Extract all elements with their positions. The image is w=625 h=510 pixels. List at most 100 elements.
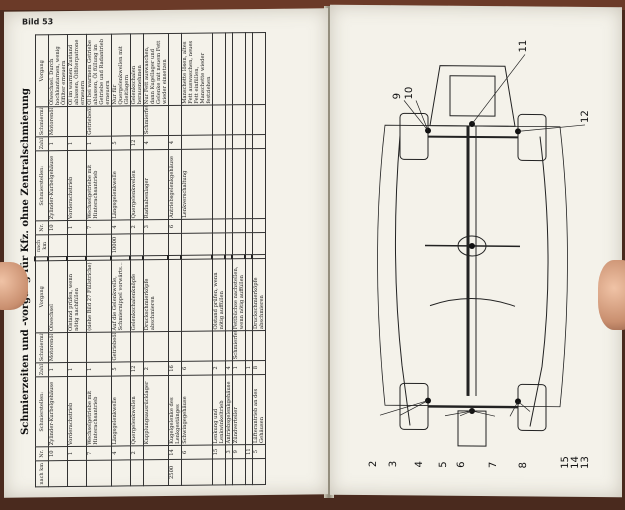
- row-separator: [245, 254, 252, 259]
- callout-number: 10: [404, 87, 415, 100]
- table-cell-mittel: Schmierfett: [143, 105, 168, 136]
- header-vorgang: Vorgang: [35, 260, 48, 333]
- row-separator: [111, 255, 130, 261]
- table-cell-stelle: [245, 374, 252, 445]
- table-cell-vorgang: Gelenkschalenknöpfe: [130, 259, 143, 332]
- table-cell-vorgang: Druckschmierköpfe abschmieren: [143, 259, 168, 332]
- table-cell-interval: [245, 458, 252, 485]
- table-cell-vorgang: Fettbüchse nachstellen, wenn nötig auffü…: [232, 258, 245, 331]
- table-cell-mittel: [111, 105, 130, 137]
- table-cell-mittel: [212, 330, 225, 362]
- book-gutter: [324, 6, 334, 498]
- table-cell-stelle: Schwingegehäuse: [181, 375, 212, 446]
- table-cell-zahl: 4: [143, 135, 168, 150]
- frame-rail-right: [529, 136, 549, 427]
- table-cell-zahl: [245, 134, 252, 149]
- table-cell-nr: [245, 218, 252, 233]
- table-cell-vorgang: Öl bei warmem Getriebe ablassen, Öl füll…: [86, 34, 111, 107]
- table-cell-vorgang: Auf die Gelenkwelle, Schmiernippel vorwä…: [111, 259, 130, 333]
- table-cell-zahl: 1: [232, 360, 245, 375]
- table-cell-stelle: Vorderachstrieb: [67, 376, 86, 447]
- table-cell-nr: 1: [67, 220, 86, 235]
- header-mittel-2: Schmiermittel: [35, 106, 48, 137]
- table-cell-nr: 4: [111, 445, 130, 461]
- table-cell-stelle: [245, 148, 252, 219]
- table-cell-zahl: 1: [48, 136, 67, 151]
- table-cell-nr: 14: [168, 445, 181, 460]
- callout-number: 6: [456, 461, 467, 467]
- table-cell-vorgang: [232, 32, 245, 105]
- table-cell-nr: 1: [67, 446, 86, 461]
- callout-number: 14: [570, 456, 581, 469]
- table-cell-zahl: 1: [86, 362, 111, 377]
- table-cell-interval: [232, 232, 245, 255]
- table-cell-vorgang: [225, 32, 232, 105]
- table-cell-zahl: [232, 134, 245, 149]
- lubrication-table-rotated: Schmierzeiten und -vorgang für Kfz. ohne…: [18, 32, 314, 487]
- table-cell-nr: 6: [168, 219, 181, 234]
- table-cell-vorgang: Ölstand prüfen, wenn nötig nachfüllen: [67, 260, 86, 333]
- table-cell-zahl: 1: [86, 136, 111, 151]
- table-cell-nr: 3: [143, 219, 168, 234]
- table-cell-stelle: Quergelenkwellen: [130, 375, 143, 446]
- table-cell-interval: [143, 459, 168, 486]
- table-cell-zahl: 1: [48, 362, 67, 377]
- table-cell-vorgang: [168, 259, 181, 332]
- table-cell-mittel: [67, 332, 86, 363]
- table-cell-vorgang: [245, 32, 252, 105]
- lube-points: [425, 120, 521, 414]
- table-cell-nr: 5: [252, 444, 265, 459]
- table-cell-nr: 10: [48, 220, 67, 235]
- table-cell-mittel: [252, 104, 265, 135]
- table-cell-mittel: [67, 106, 86, 137]
- table-cell-stelle: Antriebsgelenkgehäuse: [225, 374, 232, 445]
- row-separator: [181, 255, 212, 260]
- table-cell-interval: 10000: [111, 233, 130, 257]
- table-cell-stelle: Lenkverschaltung: [181, 149, 212, 220]
- table-cell-zahl: [225, 134, 232, 149]
- table-cell-nr: 2: [130, 445, 143, 460]
- table-cell-mittel: [232, 104, 245, 135]
- table-cell-stelle: Längsgelenkwelle: [111, 149, 130, 221]
- table-cell-zahl: 2: [143, 361, 168, 376]
- table-cell-vorgang: [225, 258, 232, 331]
- table-cell-mittel: [245, 330, 252, 361]
- steering-arc: [429, 297, 516, 307]
- callout-number: 7: [488, 462, 499, 468]
- header-interval: nach km: [35, 460, 48, 487]
- callout-number: 12: [580, 110, 591, 123]
- table-cell-mittel: Motorenöl: [48, 106, 67, 137]
- callout-number: 2: [368, 461, 379, 467]
- table-cell-stelle: Radnabenlager: [143, 149, 168, 220]
- table-cell-interval: 2500: [168, 459, 181, 486]
- table-cell-zahl: 5: [111, 361, 130, 377]
- row-separator: [143, 255, 168, 260]
- table-cell-stelle: [232, 148, 245, 219]
- table-cell-stelle: Wechselgetriebe mit Hinterachsantrieb: [86, 376, 111, 447]
- table-cell-interval: [130, 233, 143, 256]
- left-page: Bild 53 Schmierzeiten und -vorgang für K…: [4, 8, 328, 498]
- row-separator: [130, 255, 143, 260]
- table-cell-interval: [225, 458, 232, 485]
- row-separator: [212, 254, 225, 260]
- table-title: Schmierzeiten und -vorgang für Kfz. ohne…: [20, 87, 31, 436]
- vehicle-chassis-drawing: [377, 65, 568, 447]
- body-outline: [377, 124, 568, 408]
- callout-number: 8: [518, 462, 529, 468]
- table-cell-nr: 15: [212, 444, 225, 460]
- table-cell-zahl: 5: [111, 135, 130, 151]
- callout-number: 11: [518, 40, 529, 53]
- table-cell-nr: 11: [245, 444, 252, 459]
- table-cell-stelle: Wechselgetriebe mit Hinterachsantrieb: [86, 150, 111, 221]
- thumb-left: [0, 262, 28, 310]
